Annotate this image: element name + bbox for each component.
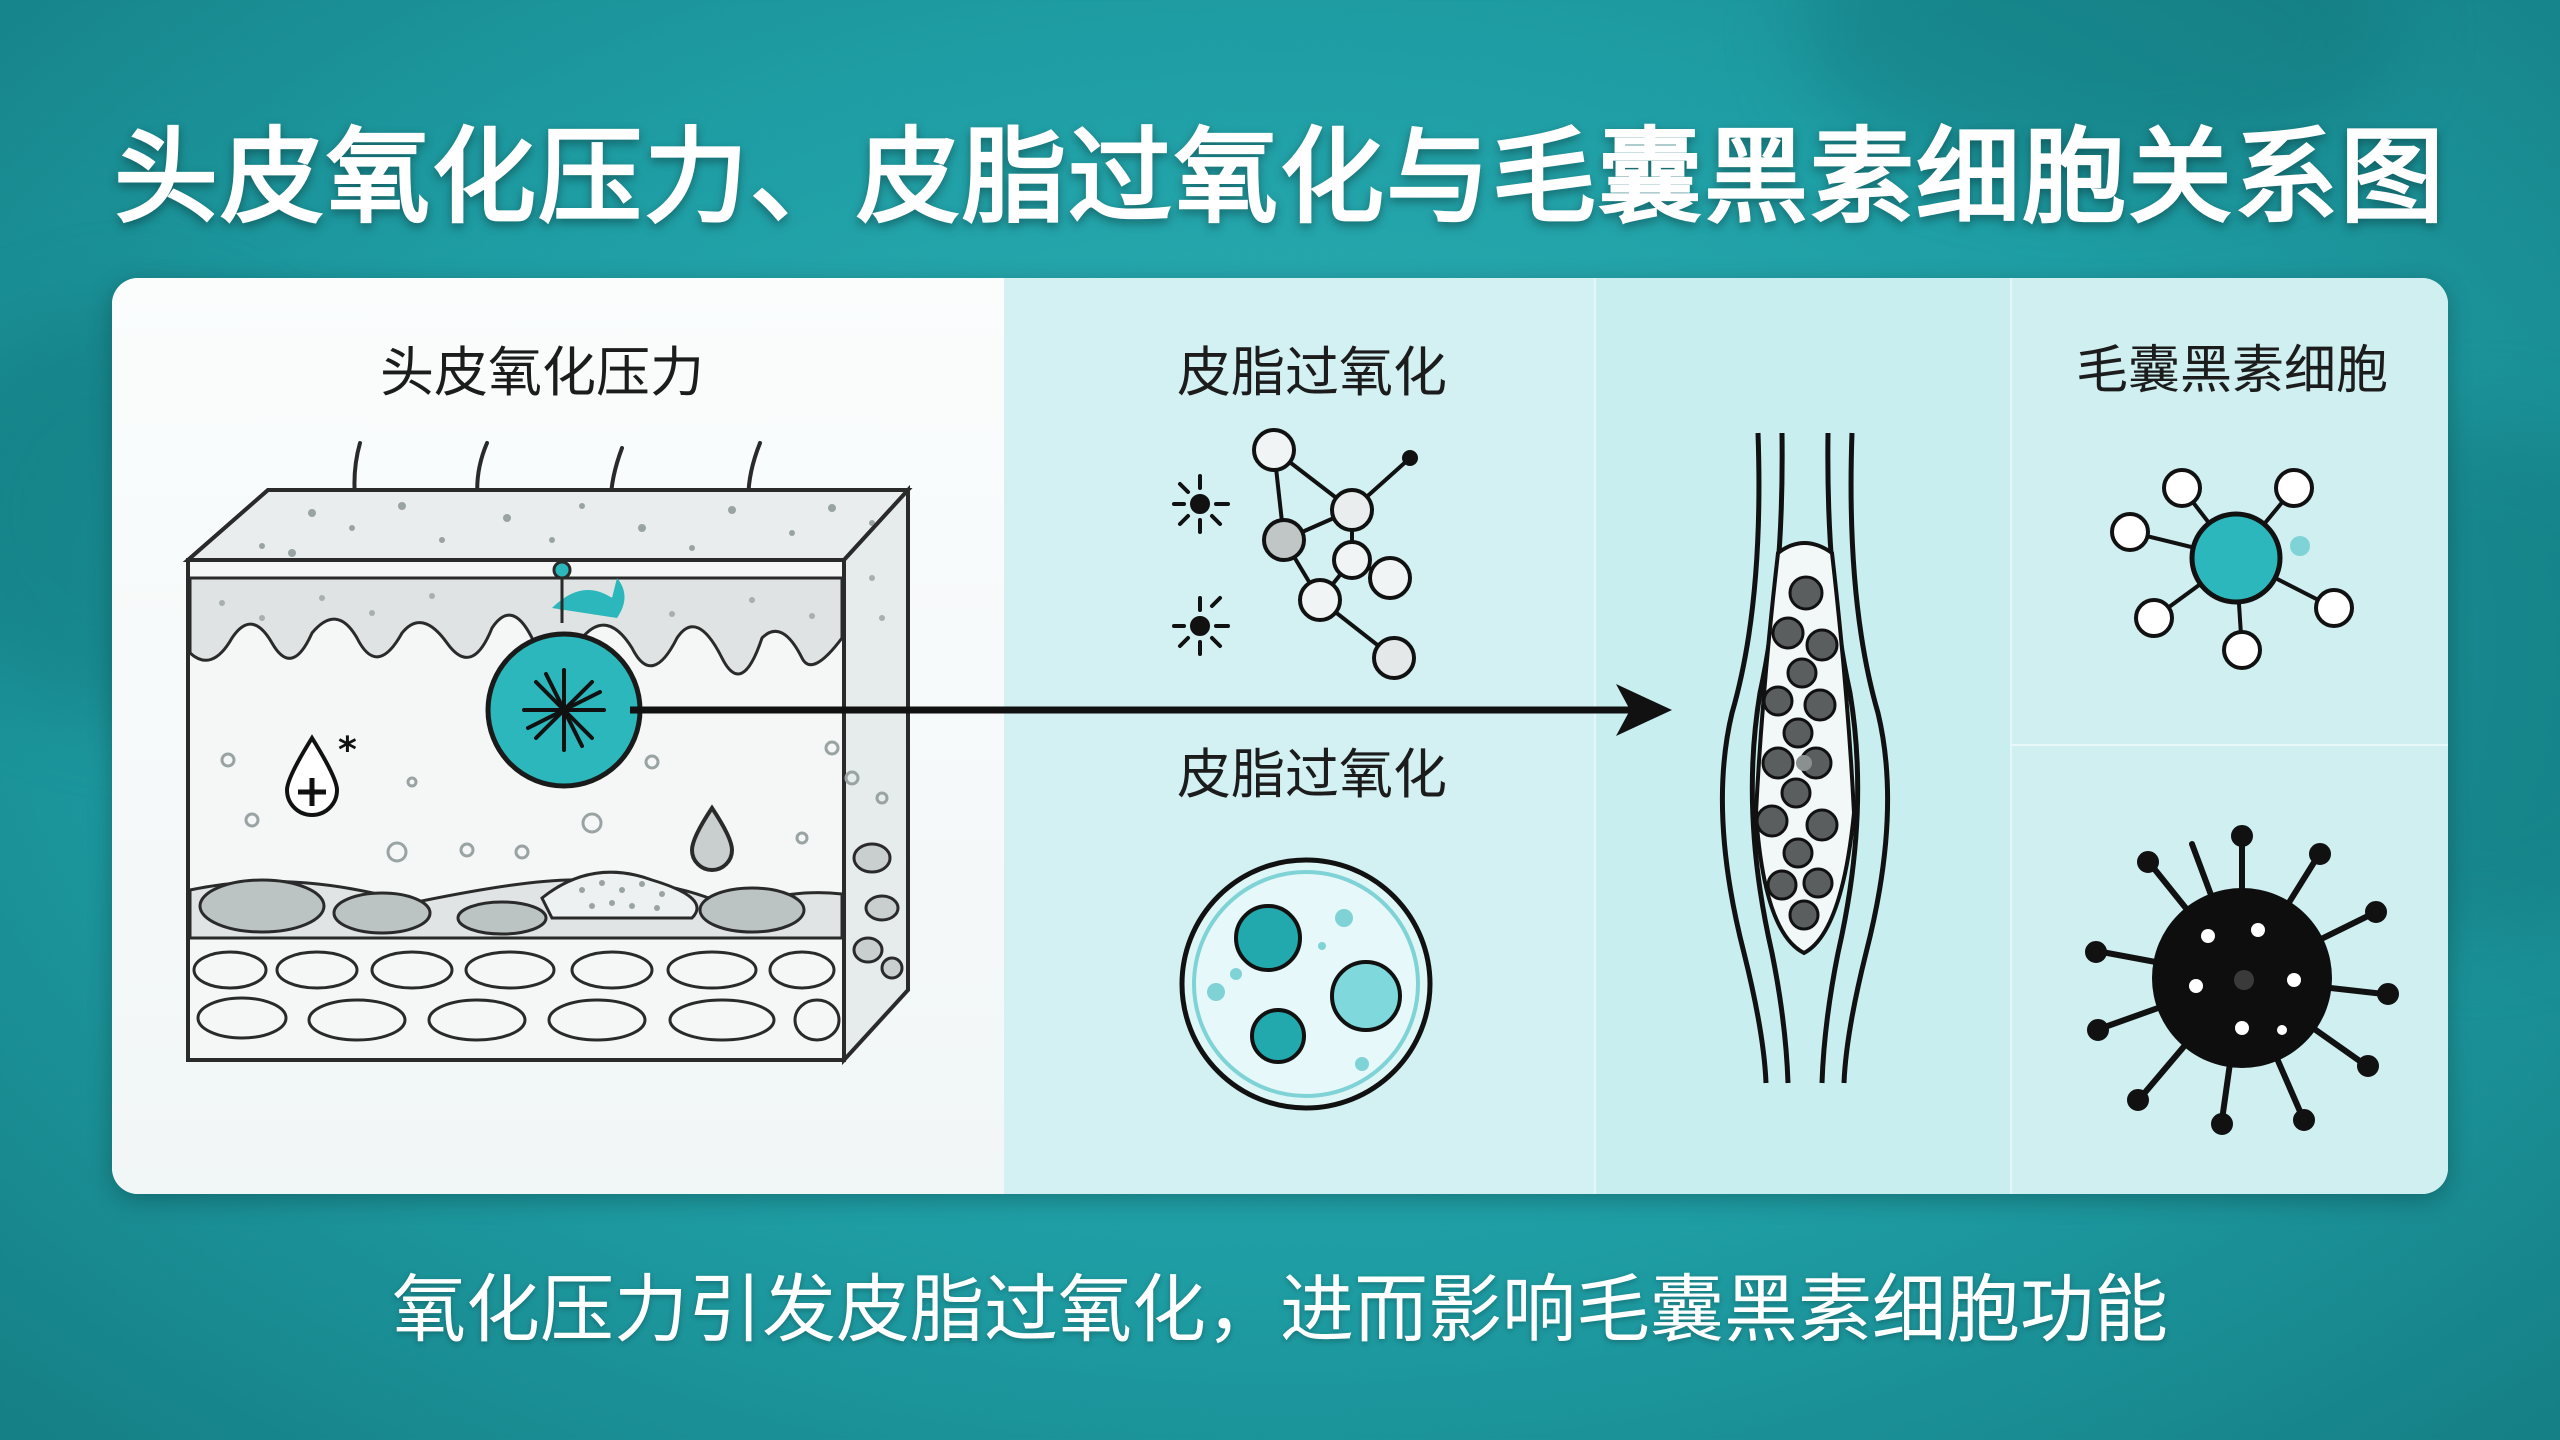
svg-text:*: *	[338, 730, 357, 771]
melanocyte-label: 毛囊黑素细胞	[2075, 341, 2388, 401]
page-title: 头皮氧化压力、皮脂过氧化与毛囊黑素细胞关系图	[113, 116, 2446, 238]
hair-follicle-icon	[1719, 432, 1891, 1084]
caption: 氧化压力引发皮脂过氧化，进而影响毛囊黑素细胞功能	[392, 1267, 2168, 1353]
lipid-droplet-icon	[1179, 857, 1433, 1111]
melanocyte-divider	[2010, 744, 2448, 746]
droplet-icon: *	[284, 730, 357, 817]
damaged-melanocyte-icon	[2085, 825, 2399, 1135]
skin-cross-section-icon: *	[182, 441, 913, 1066]
diagram-panel: 头皮氧化压力 皮脂过氧化 皮脂过氧化 毛囊黑素细胞	[112, 278, 2448, 1194]
healthy-melanocyte-icon	[2110, 468, 2354, 670]
sebum-top-label: 皮脂过氧化	[1177, 341, 1447, 404]
scalp-stress-label: 头皮氧化压力	[380, 341, 704, 404]
sebum-middle-label: 皮脂过氧化	[1177, 743, 1447, 806]
lipid-chain-icon	[1172, 428, 1418, 680]
